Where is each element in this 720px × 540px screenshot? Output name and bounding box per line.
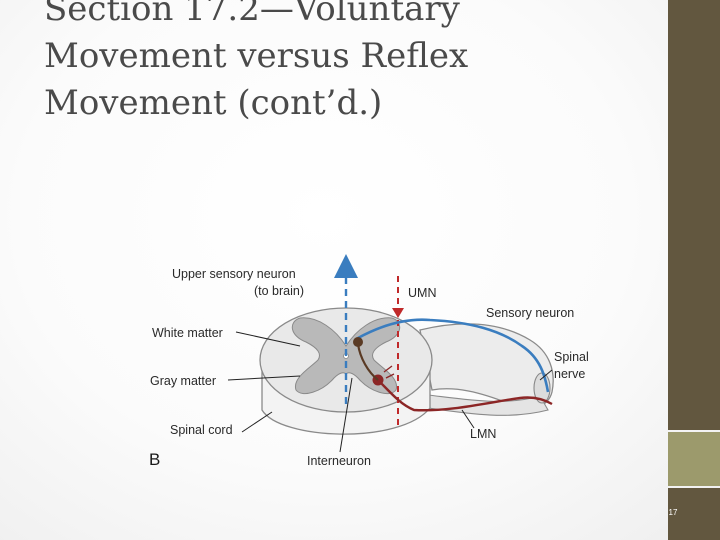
label-spinal-cord: Spinal cord (170, 423, 233, 437)
leader-spinal-nerve (539, 369, 553, 381)
interneuron-path (356, 343, 379, 381)
label-upper-sensory-to-brain: (to brain) (254, 284, 304, 298)
sensory-neuron-path (357, 318, 550, 393)
label-lmn: LMN (470, 427, 496, 441)
leader-spinal-cord (241, 411, 273, 433)
motor-synapse (383, 365, 395, 379)
label-panel-b: B (149, 450, 160, 469)
spinal-nerve (419, 323, 554, 409)
leader-interneuron (339, 377, 353, 453)
label-upper-sensory-neuron: Upper sensory neuron (172, 267, 296, 281)
spinal-reflex-diagram: Upper sensory neuron (to brain) UMN Sens… (149, 254, 589, 469)
slide-title-line-2: Movement versus Reflex (44, 36, 469, 76)
slide-title-line-1: Section 17.2—Voluntary (44, 0, 460, 29)
decorative-side-bar (668, 0, 720, 430)
decorative-side-footer (668, 488, 720, 540)
leader-gray-matter (227, 375, 301, 381)
label-interneuron: Interneuron (307, 454, 371, 468)
slide-title: Section 17.2—Voluntary Movement versus R… (44, 0, 644, 127)
leader-lmn (461, 409, 475, 429)
label-umn: UMN (408, 286, 436, 300)
slide-title-line-3: Movement (cont’d.) (44, 83, 383, 123)
umn-arrow-head (392, 308, 404, 318)
decorative-side-band (668, 432, 720, 486)
page-number: 17 (668, 508, 678, 517)
lmn-path (377, 379, 553, 412)
label-white-matter: White matter (152, 326, 223, 340)
leader-white-matter (235, 331, 301, 347)
label-spinal-nerve-2: nerve (554, 367, 585, 381)
nerve-root-lower (427, 394, 549, 416)
label-gray-matter: Gray matter (150, 374, 216, 388)
interneuron-body (353, 337, 363, 347)
label-sensory-neuron: Sensory neuron (486, 306, 574, 320)
label-spinal-nerve-1: Spinal (554, 350, 589, 364)
